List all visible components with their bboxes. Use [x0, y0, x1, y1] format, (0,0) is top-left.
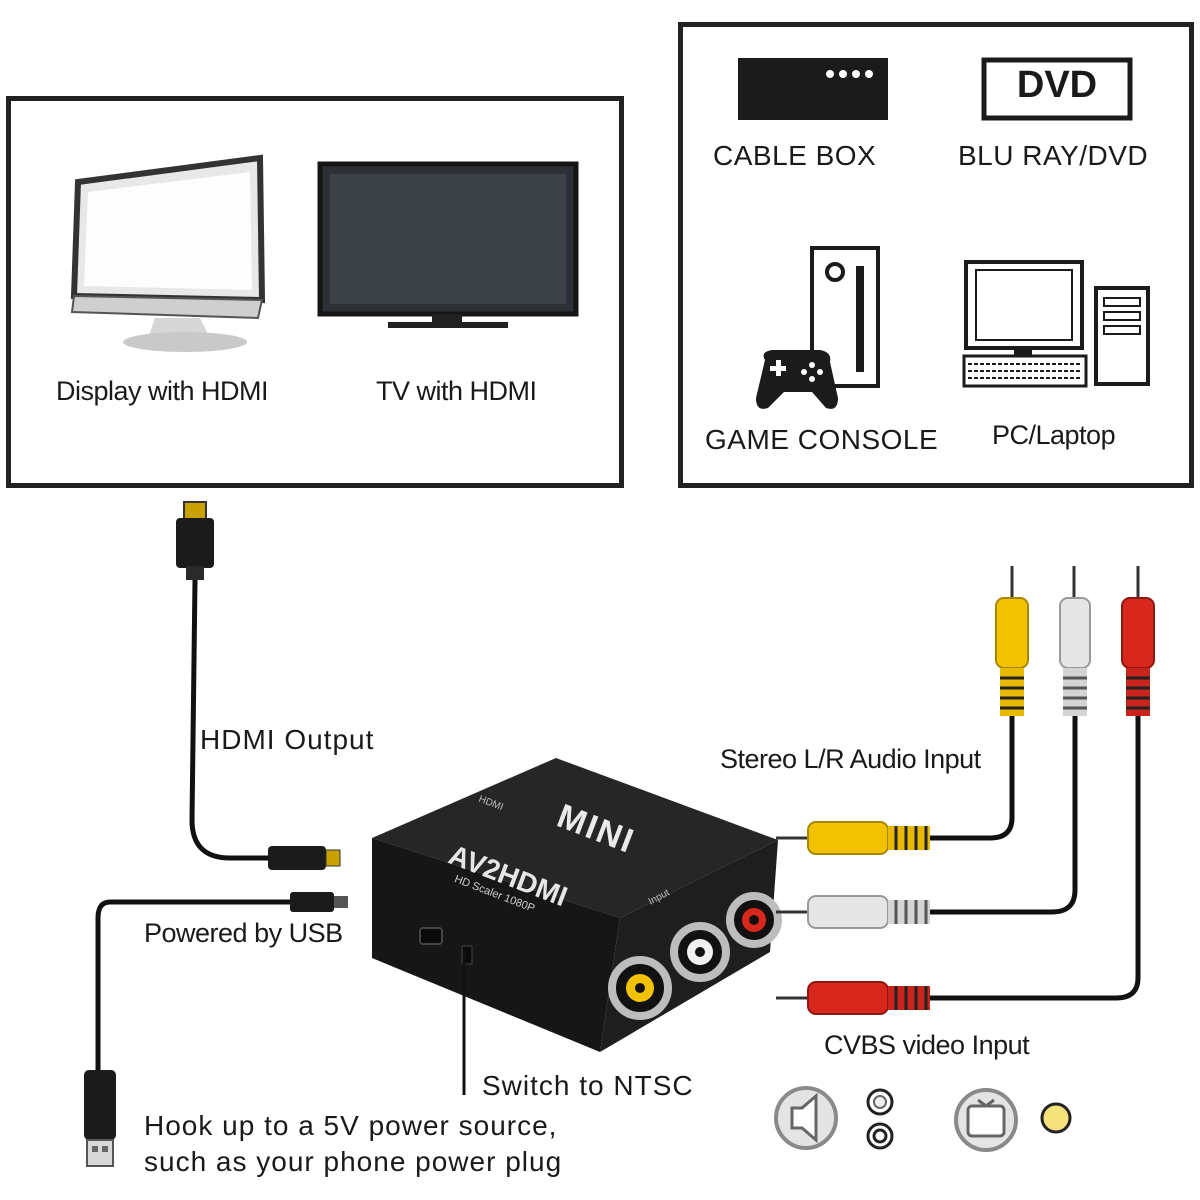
- video-screen-icon: [954, 1088, 1018, 1152]
- white-rca-cable: [776, 566, 1091, 929]
- rca-jack-red: [726, 892, 782, 948]
- cable-box-icon: [738, 58, 888, 120]
- powered-by-usb-label: Powered by USB: [144, 918, 343, 948]
- hdmi-cable: [176, 501, 341, 870]
- dvd-icon-text: DVD: [1016, 64, 1098, 106]
- blu-ray-dvd-label: BLU RAY/DVD: [958, 140, 1149, 171]
- dvd-player-icon: [981, 57, 1133, 121]
- cable-box-label: CABLE BOX: [713, 140, 877, 171]
- tv-icon: [317, 161, 579, 328]
- hdmi-output-label: HDMI Output: [200, 724, 375, 755]
- pc-laptop-label: PC/Laptop: [992, 420, 1116, 450]
- power-source-line1: Hook up to a 5V power source,: [144, 1110, 558, 1141]
- switch-to-ntsc-label: Switch to NTSC: [482, 1070, 694, 1101]
- audio-jacks-icon: [866, 1088, 894, 1150]
- source-devices-panel: [678, 22, 1194, 488]
- computer-monitor-icon: [70, 154, 266, 352]
- usb-power-cable: [84, 892, 348, 1167]
- power-source-line2: such as your phone power plug: [144, 1146, 563, 1177]
- desktop-pc-icon: [962, 260, 1150, 388]
- rca-jack-white: [670, 922, 730, 982]
- yellow-rca-cable: [776, 566, 1029, 855]
- rca-jack-yellow: [608, 956, 672, 1020]
- game-console-label: GAME CONSOLE: [705, 424, 939, 455]
- tv-with-hdmi-label: TV with HDMI: [376, 376, 537, 406]
- game-console-icon: [756, 246, 880, 409]
- display-with-hdmi-label: Display with HDMI: [56, 376, 269, 406]
- stereo-audio-input-label: Stereo L/R Audio Input: [720, 744, 981, 774]
- speaker-icon: [774, 1086, 838, 1150]
- cvbs-video-input-label: CVBS video Input: [824, 1030, 1030, 1060]
- video-jack-icon: [1040, 1102, 1072, 1134]
- red-rca-cable: [776, 566, 1155, 1015]
